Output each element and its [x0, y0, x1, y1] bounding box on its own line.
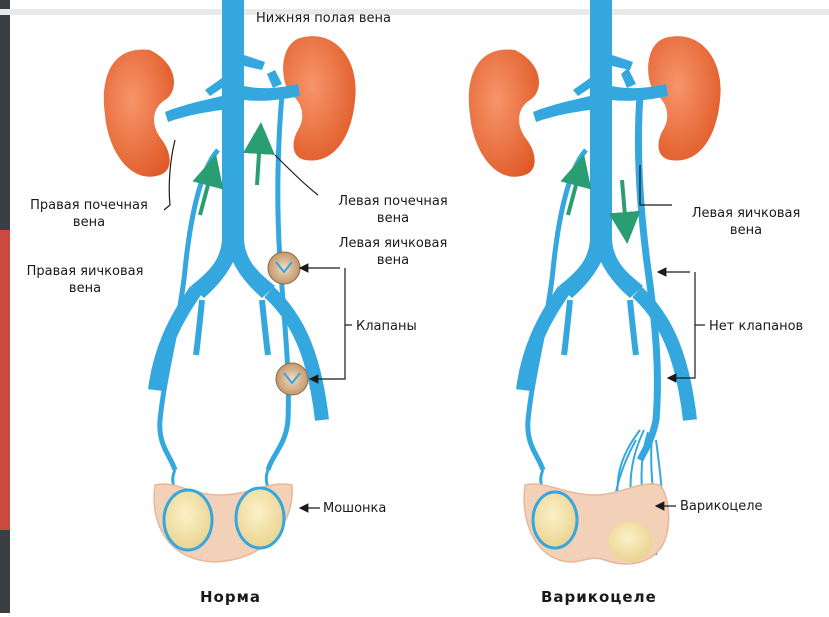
label-right-testicular-vein: Правая яичковаявена [10, 263, 160, 297]
label-right-renal-vein: Правая почечнаявена [10, 197, 168, 231]
testis-left-2 [608, 522, 652, 562]
valve-lower [276, 363, 308, 395]
label-valves: Клапаны [356, 318, 417, 335]
label-scrotum: Мошонка [323, 500, 386, 517]
valve-upper [268, 252, 300, 284]
caption-varicocele: Варикоцеле [541, 588, 657, 606]
left-renal-vein [244, 84, 300, 101]
label-inferior-vena-cava: Нижняя полая вена [256, 10, 391, 27]
left-kidney-2 [648, 36, 720, 160]
right-kidney-2 [469, 50, 539, 177]
label-varicocele: Варикоцеле [680, 498, 763, 515]
caption-normal: Норма [200, 588, 261, 606]
label-left-renal-vein: Левая почечнаявена [318, 193, 468, 227]
right-kidney [104, 50, 174, 177]
testis-right [164, 490, 212, 550]
label-no-valves: Нет клапанов [709, 318, 803, 335]
testis-right-2 [533, 492, 577, 548]
label-left-testicular-vein: Левая яичковаявена [318, 235, 468, 269]
label-left-testicular-vein-2: Левая яичковаявена [672, 205, 820, 239]
inferior-vena-cava [191, 0, 275, 298]
flow-arrow-left [257, 138, 260, 185]
reflux-arrow [622, 180, 626, 228]
left-testicular-vein-dilated [638, 95, 657, 460]
varicocele-panel [469, 0, 721, 564]
inferior-vena-cava-2 [559, 0, 643, 298]
testis-left [236, 488, 284, 548]
left-kidney [283, 36, 355, 160]
right-renal-vein [165, 96, 222, 122]
